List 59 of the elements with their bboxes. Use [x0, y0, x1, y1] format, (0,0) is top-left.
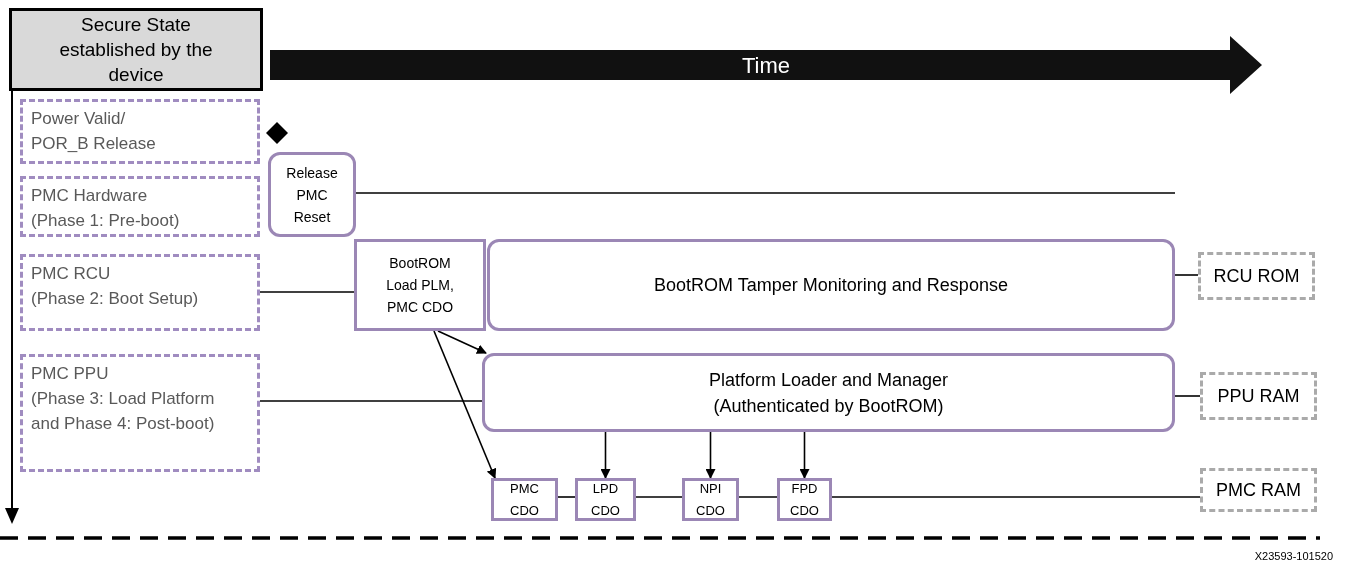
box-label: RCU ROM — [1213, 264, 1300, 288]
box-label: (Phase 1: Pre-boot) — [31, 210, 180, 232]
box-label: BootROM Tamper Monitoring and Response — [654, 274, 1008, 297]
box-label: (Authenticated by BootROM) — [713, 394, 944, 418]
state-box — [9, 8, 263, 91]
arrow — [799, 431, 810, 479]
memory-box — [1200, 468, 1317, 512]
phase-box — [20, 254, 260, 331]
connector-line — [259, 291, 355, 293]
process-box — [487, 239, 1175, 331]
box-label: LPD — [592, 479, 619, 498]
connector-line — [1174, 395, 1201, 397]
memory-box — [1200, 372, 1317, 420]
connector-line — [557, 496, 576, 498]
cdo-box — [491, 478, 558, 521]
process-box — [268, 152, 356, 237]
box-label: FPD — [791, 479, 818, 498]
process-box — [354, 239, 486, 331]
process-box — [482, 353, 1175, 432]
box-label: CDO — [696, 501, 725, 520]
cdo-box — [682, 478, 739, 521]
box-label: Power Valid/ — [31, 108, 126, 130]
box-label: POR_B Release — [31, 133, 156, 155]
box-label: PPU RAM — [1217, 384, 1300, 408]
memory-box — [1198, 252, 1315, 300]
phase-box — [20, 176, 260, 237]
cdo-box — [777, 478, 832, 521]
diamond-marker — [266, 122, 288, 144]
box-label: CDO — [790, 501, 819, 520]
time-arrow — [270, 36, 1262, 94]
box-label: PMC — [510, 479, 539, 498]
connector-line — [259, 400, 483, 402]
box-label: PMC PPU — [31, 363, 109, 385]
box-label: PMC RAM — [1216, 478, 1301, 502]
box-label: Platform Loader and Manager — [708, 368, 949, 392]
connector-line — [635, 496, 683, 498]
box-label: (Phase 3: Load Platform and Phase 4: Post-boot) — [31, 388, 216, 435]
phase-box — [20, 354, 260, 472]
connector-line — [355, 192, 1176, 194]
box-label: Secure State established by the device — [58, 13, 214, 87]
box-label: CDO — [591, 501, 620, 520]
connector-line — [738, 496, 778, 498]
box-label: BootROM Load PLM, PMC CDO — [385, 254, 455, 317]
arrow — [705, 431, 716, 479]
arrow — [600, 431, 611, 479]
connector-line — [1174, 274, 1199, 276]
connector-line — [831, 496, 1201, 498]
arrow — [437, 330, 487, 354]
cdo-box — [575, 478, 636, 521]
box-label: PMC RCU — [31, 263, 111, 285]
box-label: Time — [741, 51, 791, 80]
arrow — [433, 330, 497, 479]
box-label: Release PMC Reset — [285, 163, 339, 227]
box-label: NPI — [699, 479, 722, 498]
box-label: PMC Hardware — [31, 185, 148, 207]
phase-box — [20, 99, 260, 164]
box-label: (Phase 2: Boot Setup) — [31, 288, 199, 310]
figure-id: X23593-101520 — [1254, 549, 1333, 564]
box-label: CDO — [510, 501, 539, 520]
